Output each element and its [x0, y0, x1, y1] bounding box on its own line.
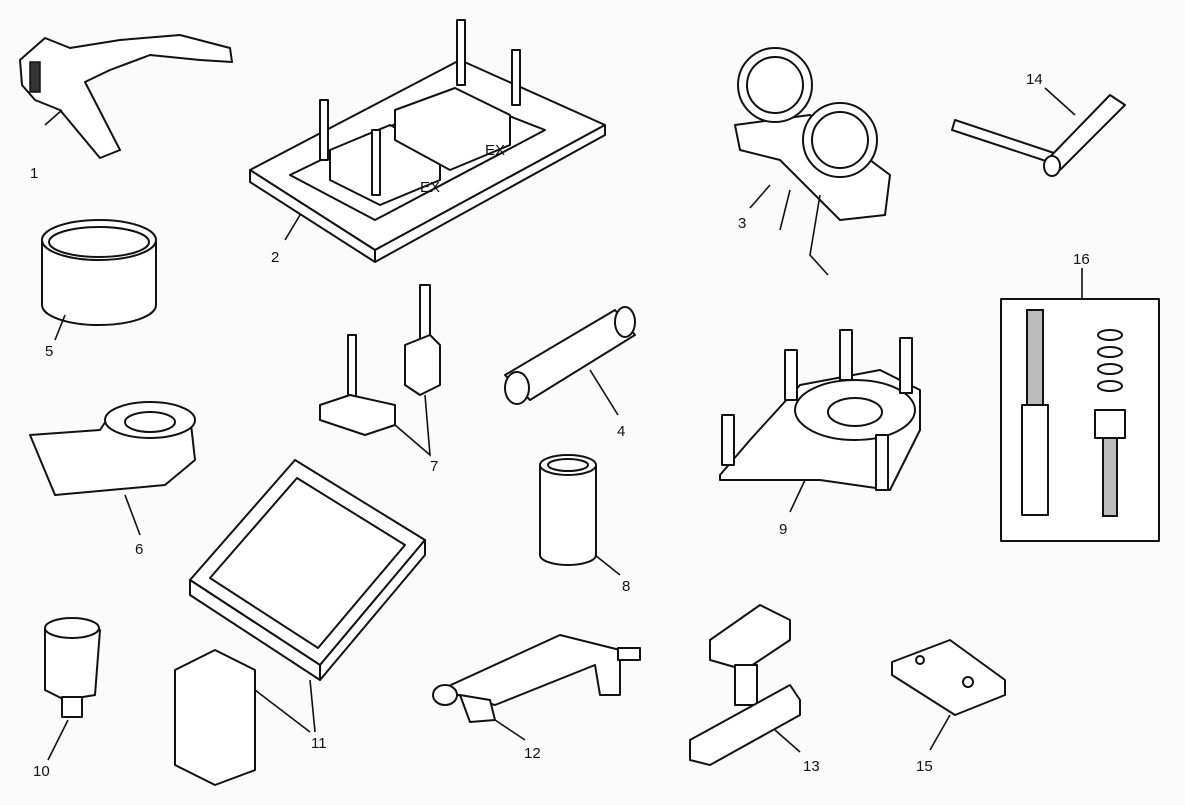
stamp-ex-1: EX	[420, 179, 440, 196]
part-9-tool	[719, 329, 921, 513]
part-6-tool	[29, 401, 196, 536]
label-8: 8	[622, 578, 630, 595]
label-12: 12	[524, 745, 541, 762]
label-7: 7	[430, 458, 438, 475]
label-4: 4	[617, 423, 625, 440]
label-15: 15	[916, 758, 933, 775]
part-14-tool	[951, 87, 1126, 177]
part-3-tool	[734, 47, 891, 276]
part-12-tool	[432, 634, 641, 741]
part-2-tool	[249, 19, 606, 263]
stamp-ex-2: EX	[485, 142, 505, 159]
label-2: 2	[271, 249, 279, 266]
part-15-tool	[891, 639, 1006, 751]
label-5: 5	[45, 343, 53, 360]
part-7-tool	[319, 284, 441, 457]
label-1: 1	[30, 165, 38, 182]
part-1-tool	[19, 34, 233, 159]
part-10-tool	[44, 617, 101, 761]
part-4-tool	[504, 306, 636, 416]
label-16: 16	[1073, 251, 1090, 268]
label-6: 6	[135, 541, 143, 558]
part-8-tool	[539, 454, 621, 576]
label-9: 9	[779, 521, 787, 538]
part-11-tool	[174, 459, 426, 786]
part-5-tool	[41, 219, 157, 341]
label-3: 3	[738, 215, 746, 232]
part-13-tool	[689, 604, 801, 766]
label-11: 11	[311, 735, 327, 752]
label-13: 13	[803, 758, 820, 775]
washers	[1097, 329, 1123, 392]
label-10: 10	[33, 763, 50, 780]
label-14: 14	[1026, 71, 1043, 88]
part-16-kit	[1000, 268, 1160, 542]
